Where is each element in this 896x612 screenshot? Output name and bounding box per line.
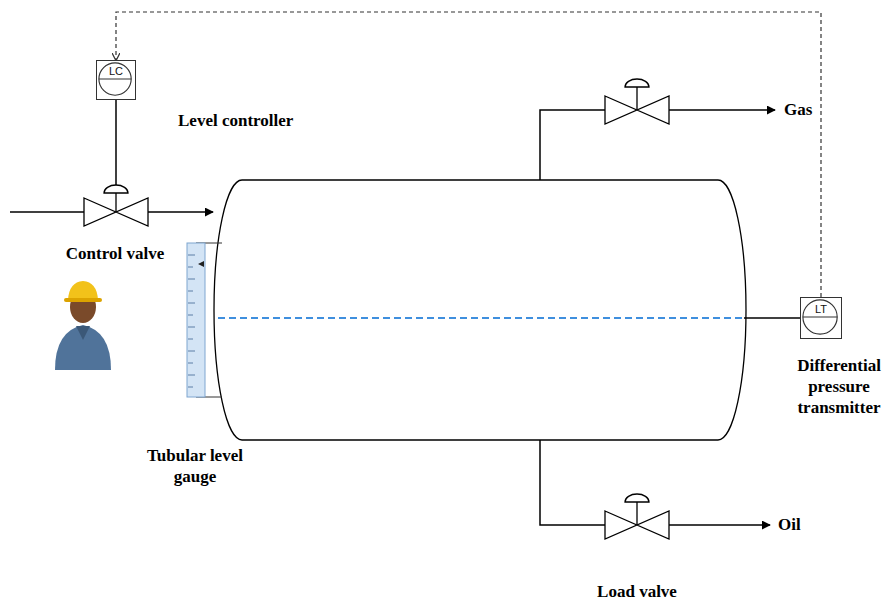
oil-pipe [540, 440, 605, 525]
instrument-caption: Level controller [178, 110, 348, 131]
hard-hat-brim [64, 298, 102, 302]
inlet-pipe [10, 211, 84, 213]
gauge-ticks [188, 255, 195, 387]
instrument-divider [99, 78, 131, 79]
gauge-label: Tubular level gauge [132, 445, 258, 487]
stream-label: Gas [784, 99, 844, 120]
gauge-tube [187, 243, 205, 397]
gauge-tick [188, 387, 193, 388]
gauge-tick [188, 291, 193, 292]
worker-collar [76, 326, 90, 340]
gas-pipe [540, 110, 605, 180]
gauge-tick [188, 327, 195, 328]
valve-actuator [625, 494, 649, 502]
instrument-tag: LC [96, 65, 136, 77]
valve-label: Load valve [570, 581, 704, 602]
gauge-tick [188, 315, 193, 316]
gauge-tick [188, 255, 195, 256]
gauge-tick [188, 303, 195, 304]
gauge-tick [188, 351, 195, 352]
valve-label: Control valve [40, 243, 190, 264]
instrument-tag: LT [800, 303, 842, 315]
instrument-caption: Differential pressure transmitter [784, 355, 894, 418]
level-controller: LCLevel controller [96, 60, 136, 100]
inlet-pipe [148, 211, 213, 213]
valve-actuator [104, 185, 128, 193]
worker-body [55, 325, 111, 370]
separator-vessel [214, 180, 746, 440]
gauge-tick [188, 363, 193, 364]
valve-stem [115, 192, 116, 212]
gauge-tick [188, 279, 195, 280]
valve-stem [636, 86, 637, 110]
liquid-level-line [218, 317, 742, 319]
instrument-divider [803, 316, 837, 317]
transmitter-tap [744, 317, 800, 319]
gauge-tick [188, 375, 195, 376]
valve-actuator [625, 79, 649, 87]
stream-label: Oil [778, 514, 838, 535]
gauge-pointer [198, 261, 204, 267]
worker-hard-hat [68, 281, 98, 300]
actuator-link [115, 100, 117, 192]
gas-pipe [669, 109, 775, 111]
level-transmitter: LTDifferential pressure transmitter [800, 297, 842, 339]
oil-pipe [669, 524, 770, 526]
gauge-tick [188, 267, 193, 268]
signal-line [116, 12, 821, 297]
gauge-tick [188, 339, 193, 340]
valve-stem [636, 501, 637, 525]
